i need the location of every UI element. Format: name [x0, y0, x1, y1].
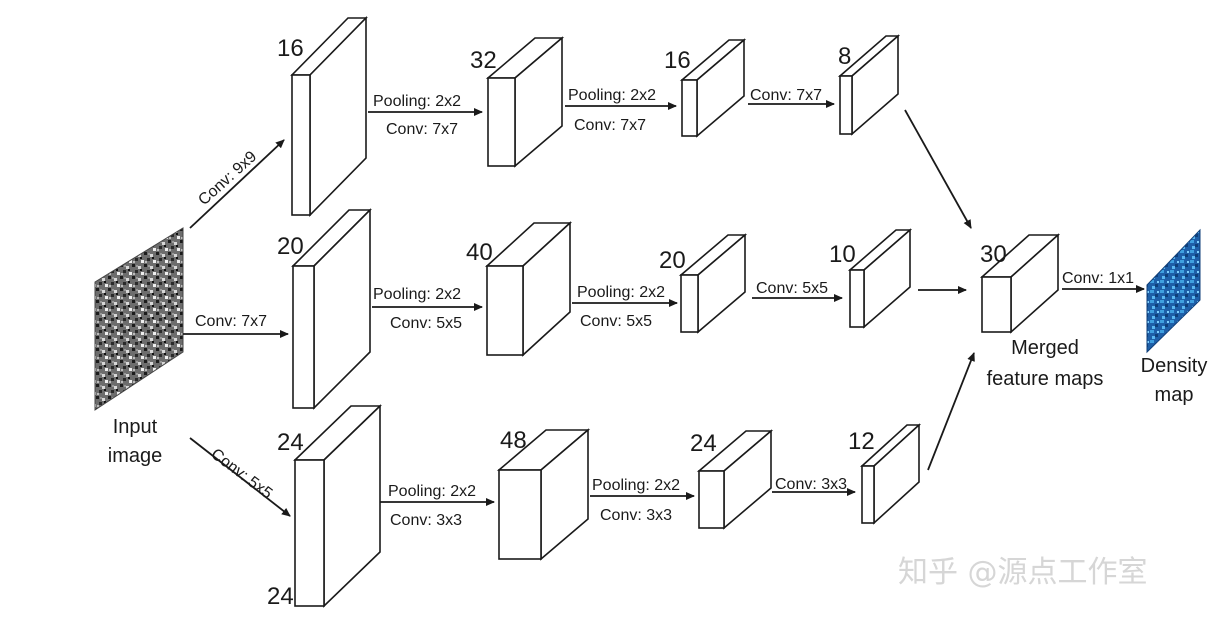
row2-op2a: Pooling: 2x2	[577, 284, 665, 301]
row2-block1-depth: 20	[277, 233, 304, 260]
row3-op1b: Conv: 3x3	[390, 512, 462, 529]
row2-block1	[291, 208, 372, 410]
row1-block2-depth: 32	[470, 47, 497, 74]
row2-first-op: Conv: 7x7	[195, 313, 267, 330]
row2-op1a: Pooling: 2x2	[373, 286, 461, 303]
merged-depth: 30	[980, 241, 1007, 268]
row1-block3	[679, 38, 747, 138]
row3-op1a: Pooling: 2x2	[388, 483, 476, 500]
row3-op3: Conv: 3x3	[775, 476, 847, 493]
row1-op2b: Conv: 7x7	[574, 117, 646, 134]
row1-block1-depth: 16	[277, 35, 304, 62]
row3-block1	[293, 404, 382, 608]
merged-op: Conv: 1x1	[1062, 270, 1134, 287]
row1-block2	[485, 36, 565, 168]
row1-block4-depth: 8	[838, 43, 851, 70]
row1-op1b: Conv: 7x7	[386, 121, 458, 138]
row1-op1a: Pooling: 2x2	[373, 93, 461, 110]
row3-block3	[696, 429, 774, 530]
row2-block2-depth: 40	[466, 239, 493, 266]
row3-block4-depth: 12	[848, 428, 875, 455]
row3-block1-depth: 24	[277, 429, 304, 456]
row3-block4	[859, 423, 922, 525]
density-map-image	[1146, 228, 1201, 354]
merged-label-line2: feature maps	[987, 368, 1104, 390]
row1-op2a: Pooling: 2x2	[568, 87, 656, 104]
row3-block1-bottom-label: 24	[267, 583, 294, 610]
merged-label-line1: Merged	[1011, 337, 1079, 359]
row2-block2	[484, 221, 573, 357]
density-label-line1: Density	[1141, 355, 1208, 377]
input-label-line2: image	[108, 445, 162, 467]
row3-block3-depth: 24	[690, 430, 717, 457]
watermark-text: 知乎 @源点工作室	[898, 555, 1148, 590]
row3-block2	[496, 428, 591, 561]
row1-block1	[290, 16, 368, 217]
arrow-input-row1	[189, 139, 285, 229]
density-label-line2: map	[1155, 384, 1194, 406]
row2-op3: Conv: 5x5	[756, 280, 828, 297]
row2-op2b: Conv: 5x5	[580, 313, 652, 330]
row1-block3-depth: 16	[664, 47, 691, 74]
row1-first-op: Conv: 9x9	[195, 148, 260, 209]
merged-block	[979, 233, 1061, 334]
row2-op1b: Conv: 5x5	[390, 315, 462, 332]
row1-block4	[837, 34, 901, 136]
row3-block2-depth: 48	[500, 427, 527, 454]
row3-op2a: Pooling: 2x2	[592, 477, 680, 494]
row2-block4	[847, 228, 913, 329]
input-label-line1: Input	[113, 416, 158, 438]
row3-first-op: Conv: 5x5	[208, 446, 276, 503]
row2-block4-depth: 10	[829, 241, 856, 268]
arrow-row3-to-merged	[927, 352, 975, 471]
row2-block3	[678, 233, 748, 334]
arrow-row1-to-merged	[904, 109, 972, 229]
input-image	[94, 227, 184, 411]
row2-block3-depth: 20	[659, 247, 686, 274]
row3-op2b: Conv: 3x3	[600, 507, 672, 524]
row1-op3: Conv: 7x7	[750, 87, 822, 104]
arrow-input-row3	[189, 437, 291, 517]
